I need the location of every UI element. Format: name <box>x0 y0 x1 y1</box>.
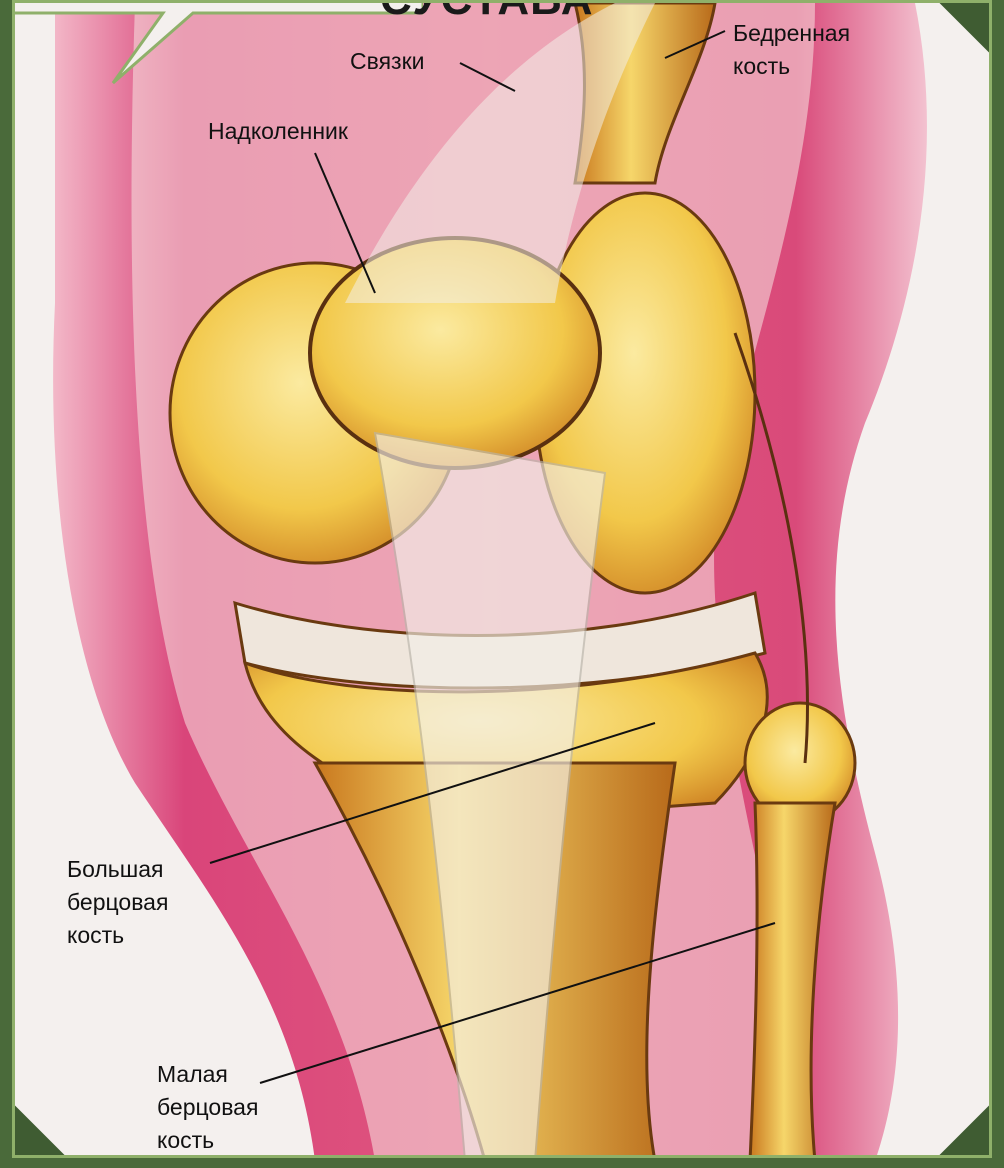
slide-title: СУСТАВА <box>380 0 594 25</box>
slide-frame: СУСТАВА Связки Бедренная кость Надколенн… <box>12 0 992 1158</box>
label-fibula: Малая берцовая кость <box>157 1058 258 1157</box>
label-ligaments: Связки <box>350 45 424 78</box>
label-femur: Бедренная кость <box>733 17 850 83</box>
label-patella: Надколенник <box>208 115 348 148</box>
knee-illustration <box>15 3 992 1158</box>
label-tibia: Большая берцовая кость <box>67 853 168 952</box>
